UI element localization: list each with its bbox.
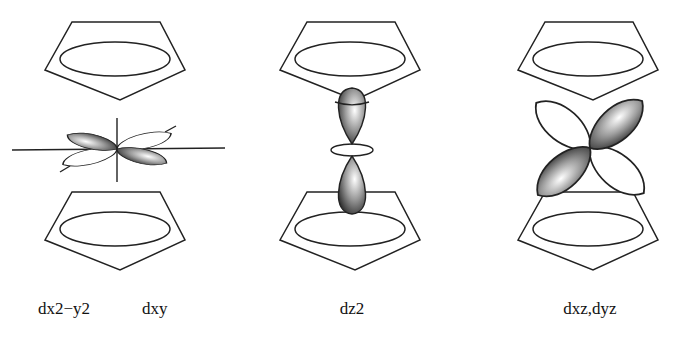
axis xyxy=(165,126,176,132)
dz2-orbital xyxy=(331,88,373,214)
orbital-label: dxz,dyz xyxy=(563,300,616,319)
orbital-label: dx2−y2 xyxy=(38,300,90,319)
cp-ring xyxy=(45,22,185,100)
cp-ring xyxy=(518,192,658,270)
dxy-orbital xyxy=(56,128,178,171)
dxz-orbital xyxy=(526,89,654,207)
cp-ring xyxy=(45,192,185,270)
axis xyxy=(60,166,70,172)
orbital-label: dxy xyxy=(142,300,168,319)
orbital-label: dz2 xyxy=(340,300,365,319)
cp-ring xyxy=(518,22,658,100)
